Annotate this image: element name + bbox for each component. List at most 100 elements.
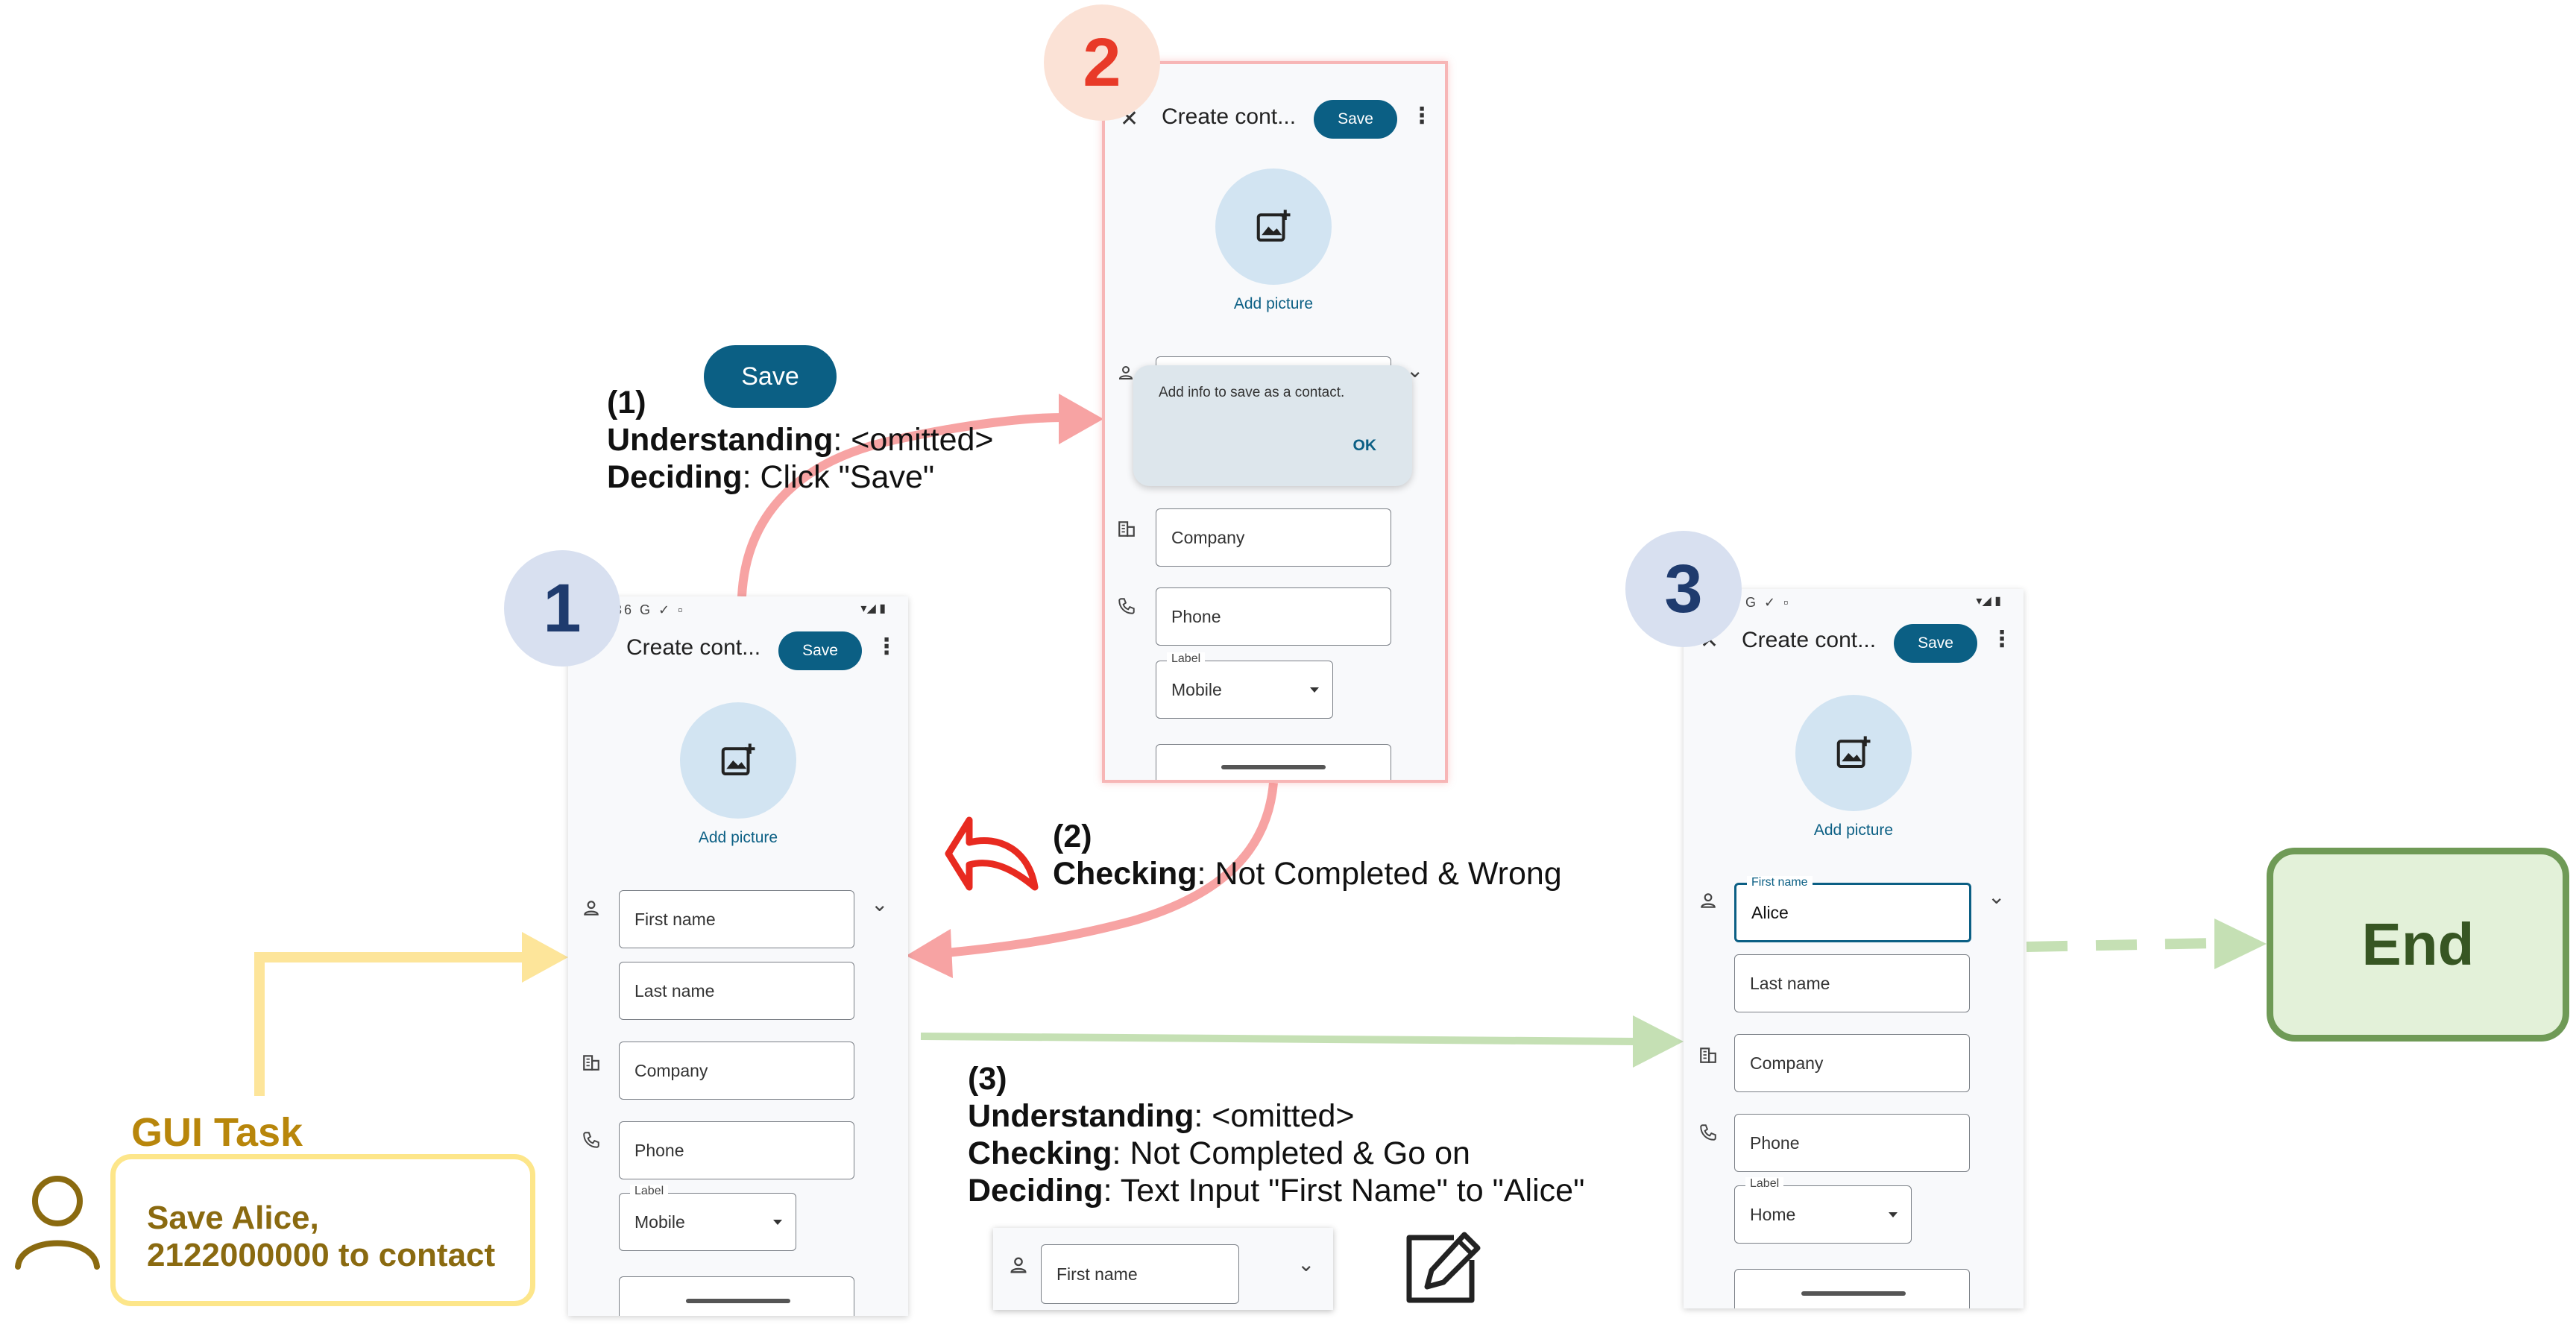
save-button[interactable]: Save — [778, 631, 862, 670]
step1-deciding-key: Deciding — [607, 459, 743, 495]
home-indicator — [686, 1299, 790, 1303]
building-icon — [1117, 519, 1136, 543]
step3-understanding-key: Understanding — [968, 1098, 1194, 1134]
add-picture-link[interactable]: Add picture — [1233, 295, 1314, 312]
save-callout-button: Save — [704, 345, 837, 408]
phone-screen-3: 7 G ✓ ▫ ▾◢ ▮ ✕ Create cont... Save ⋮ Add… — [1684, 589, 2024, 1308]
home-indicator — [1801, 1291, 1906, 1296]
add-picture-link[interactable]: Add picture — [698, 829, 778, 846]
phone3-to-end-arrowhead — [2214, 918, 2267, 969]
step2-checking-key: Checking — [1053, 856, 1197, 892]
add-photo-icon — [721, 743, 755, 776]
phone1-to-phone2-arrow — [737, 413, 1063, 597]
save-button[interactable]: Save — [1314, 100, 1397, 139]
add-photo-icon — [1256, 209, 1291, 242]
building-icon — [582, 1053, 601, 1077]
step3-understanding-value: : <omitted> — [1194, 1098, 1355, 1134]
step1-number: (1) — [607, 385, 646, 420]
appbar-title: Create cont... — [1162, 104, 1297, 129]
edit-icon — [1402, 1230, 1482, 1311]
person-icon — [582, 898, 601, 923]
step1-understanding-value: : <omitted> — [833, 422, 994, 458]
phone-icon — [1117, 596, 1136, 621]
gui-task-box: Save Alice, 2122000000 to contact — [110, 1154, 535, 1306]
phone-icon — [582, 1130, 601, 1155]
snippet-first-name-field: First name — [1041, 1244, 1239, 1304]
phone-screen-1: 36 G ✓ ▫ ▾◢ ▮ ‹ Create cont... Save ⋮ Ad… — [568, 596, 908, 1316]
dropdown-arrow-icon — [773, 1220, 782, 1225]
status-bar: 7 G ✓ ▫ ▾◢ ▮ — [1730, 595, 2001, 610]
more-vert-icon[interactable]: ⋮ — [1991, 627, 2013, 652]
step-badge-3: 3 — [1625, 531, 1742, 647]
person-icon — [1008, 1255, 1029, 1281]
chevron-down-icon[interactable]: ⌄ — [1988, 885, 2006, 908]
building-icon — [1698, 1045, 1718, 1070]
alert-dialog: Add info to save as a contact. OK — [1133, 365, 1412, 486]
company-field[interactable]: Company — [1156, 508, 1391, 567]
gui-task-line2: 2122000000 to contact — [147, 1237, 496, 1273]
step-badge-1: 1 — [504, 550, 620, 667]
step3-deciding-key: Deciding — [968, 1173, 1103, 1209]
dialog-message: Add info to save as a contact. — [1159, 385, 1345, 400]
dropdown-arrow-icon — [1310, 687, 1319, 693]
more-vert-icon[interactable]: ⋮ — [1411, 104, 1433, 128]
add-photo-button[interactable] — [1215, 168, 1332, 285]
next-field[interactable] — [1734, 1269, 1970, 1308]
label-dropdown[interactable]: Label Home — [1734, 1177, 1912, 1244]
more-vert-icon[interactable]: ⋮ — [875, 634, 898, 659]
add-photo-button[interactable] — [1795, 695, 1912, 811]
task-to-phone1-arrow — [254, 952, 522, 1096]
label-dropdown[interactable]: Label Mobile — [1156, 652, 1333, 719]
add-picture-link[interactable]: Add picture — [1813, 822, 1894, 839]
add-photo-icon — [1836, 736, 1871, 769]
step3-deciding-value: : Text Input "First Name" to "Alice" — [1103, 1173, 1585, 1209]
save-button[interactable]: Save — [1894, 624, 1977, 663]
last-name-field[interactable]: Last name — [619, 962, 854, 1020]
user-outline-icon — [13, 1173, 101, 1273]
phone-field[interactable]: Phone — [1734, 1114, 1970, 1172]
company-field[interactable]: Company — [619, 1042, 854, 1100]
phone-icon — [1698, 1123, 1718, 1147]
next-field[interactable] — [619, 1276, 854, 1316]
undo-arrow-icon — [945, 816, 1039, 891]
step3-checking-key: Checking — [968, 1135, 1112, 1171]
phone-field[interactable]: Phone — [1156, 587, 1391, 646]
phone-field[interactable]: Phone — [619, 1121, 854, 1179]
step3-checking-value: : Not Completed & Go on — [1112, 1135, 1470, 1171]
dialog-ok-button[interactable]: OK — [1352, 437, 1377, 454]
status-bar: 36 G ✓ ▫ ▾◢ ▮ — [614, 602, 886, 617]
dropdown-arrow-icon — [1889, 1212, 1898, 1217]
gui-task-title: GUI Task — [131, 1110, 303, 1155]
person-icon — [1698, 891, 1718, 916]
step1-annotation: (1) Understanding: <omitted> Deciding: C… — [607, 384, 994, 496]
home-indicator — [1221, 765, 1326, 769]
phone2-to-phone1-arrowhead — [906, 929, 953, 978]
person-icon — [1117, 364, 1135, 387]
task-to-phone1-arrowhead — [522, 932, 568, 983]
chevron-down-icon: ⌄ — [1297, 1252, 1315, 1276]
phone-screen-2: ✕ Create cont... Save ⋮ Add picture ⌄ Ad… — [1102, 61, 1448, 783]
label-dropdown[interactable]: Label Mobile — [619, 1185, 796, 1251]
step2-number: (2) — [1053, 819, 1092, 854]
appbar-title: Create cont... — [1742, 628, 1877, 652]
end-label: End — [2361, 911, 2475, 977]
company-field[interactable]: Company — [1734, 1034, 1970, 1092]
add-photo-button[interactable] — [680, 702, 796, 819]
phone1-to-phone2-arrowhead — [1059, 394, 1103, 444]
phone3-to-end-arrow — [2026, 938, 2215, 952]
step2-checking-value: : Not Completed & Wrong — [1197, 856, 1562, 892]
step3-annotation: (3) Understanding: <omitted> Checking: N… — [968, 1060, 1584, 1209]
first-name-field[interactable]: First name Alice — [1734, 876, 1971, 942]
phone1-to-phone3-arrow — [920, 1033, 1637, 1045]
step3-number: (3) — [968, 1061, 1007, 1097]
phone1-to-phone3-arrowhead — [1633, 1015, 1684, 1068]
gui-task-line1: Save Alice, — [147, 1200, 319, 1236]
step-badge-2: 2 — [1044, 4, 1160, 121]
last-name-field[interactable]: Last name — [1734, 954, 1970, 1012]
next-field[interactable] — [1156, 744, 1391, 780]
chevron-down-icon[interactable]: ⌄ — [871, 892, 889, 916]
first-name-field[interactable]: First name — [619, 890, 854, 948]
end-box: End — [2267, 848, 2569, 1042]
appbar-title: Create cont... — [626, 635, 761, 660]
